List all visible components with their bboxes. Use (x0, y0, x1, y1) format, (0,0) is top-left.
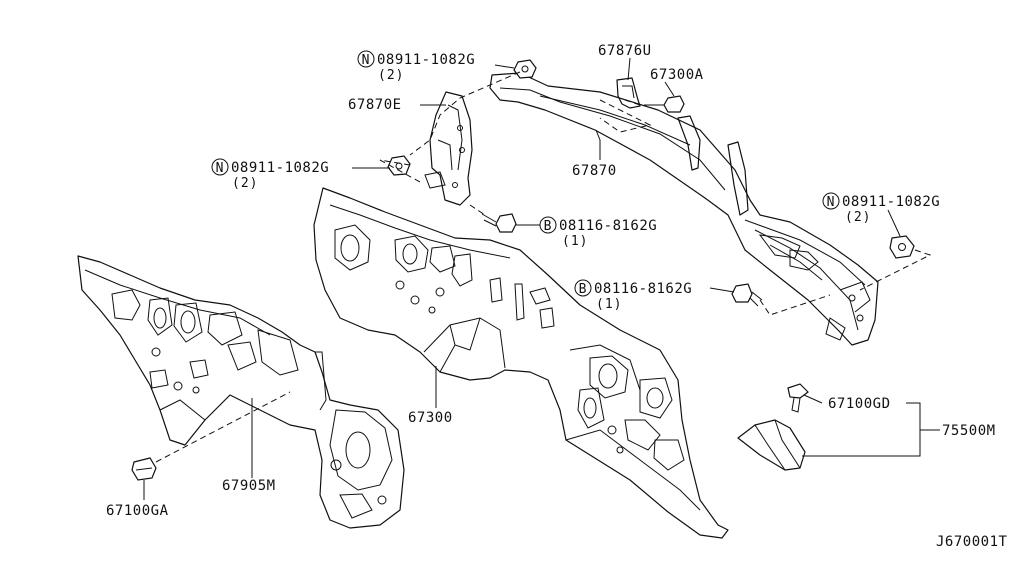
label-nut-left: 08911-1082G (231, 160, 329, 176)
label-67100ga: 67100GA (106, 503, 169, 519)
label-nut-right-qty: (2) (845, 210, 871, 225)
nut-left-prefix: N (216, 161, 225, 176)
nut-top (513, 59, 537, 79)
label-67300a: 67300A (650, 67, 704, 83)
label-nut-top: 08911-1082G (377, 52, 475, 68)
bolt-symbol-badge (574, 279, 592, 297)
dash-panel-67300 (313, 187, 729, 539)
label-bolt-mid: 08116-8162G (559, 218, 657, 234)
bolt-right (731, 283, 763, 307)
label-bolt-right-qty: (1) (596, 297, 622, 312)
bolt-symbol-badge (539, 216, 557, 234)
label-67876u: 67876U (598, 43, 652, 59)
diagram-code: J670001T (936, 534, 1008, 550)
label-67300: 67300 (408, 410, 453, 426)
label-67905m: 67905M (222, 478, 276, 494)
nut-left (387, 155, 411, 176)
nut-symbol-badge (822, 192, 840, 210)
bolt-67300a (644, 95, 685, 113)
label-75500m: 75500M (942, 423, 996, 439)
bolt-right-prefix: B (579, 282, 588, 297)
label-67870e: 67870E (348, 97, 402, 113)
label-nut-top-qty: (2) (378, 68, 404, 83)
insulator-67905m (77, 255, 405, 529)
label-67870: 67870 (572, 163, 617, 179)
label-bolt-mid-qty: (1) (562, 234, 588, 249)
clip-67100ga (131, 457, 157, 481)
nut-right-prefix: N (827, 195, 836, 210)
guide-lines (155, 71, 932, 463)
bracket-67876u (616, 77, 641, 109)
bolt-mid (481, 213, 517, 233)
label-67100gd: 67100GD (828, 396, 891, 412)
nut-symbol-badge (357, 50, 375, 68)
labels: N 08911-1082G (2) 67876U 67300A 67870E N… (106, 43, 1008, 550)
leader-lines (143, 57, 940, 500)
clip-67100gd (787, 383, 809, 413)
nut-top-prefix: N (362, 53, 371, 68)
label-nut-left-qty: (2) (232, 176, 258, 191)
cross-member-67870 (489, 72, 879, 346)
label-nut-right: 08911-1082G (842, 194, 940, 210)
label-bolt-right: 08116-8162G (594, 281, 692, 297)
bracket-67870e (424, 91, 473, 206)
bolt-mid-prefix: B (544, 219, 553, 234)
nut-symbol-badge (211, 158, 229, 176)
insulator-kit-75500m (737, 419, 806, 471)
nut-right (889, 235, 915, 259)
